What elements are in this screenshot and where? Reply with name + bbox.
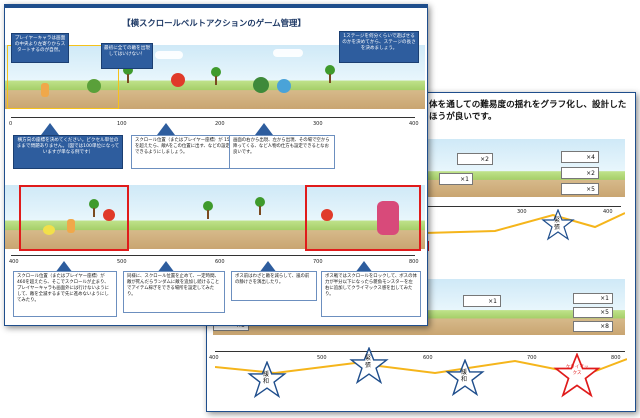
arrow-up-icon [55, 261, 73, 273]
tree-icon [89, 199, 99, 217]
axis-bottom [11, 255, 415, 256]
note-calm-before-boss: ボス前はわざと敵を減らして、嵐の前の静けさを演出したり。 [231, 271, 317, 301]
axis-tick: 300 [517, 209, 527, 215]
back-stat-box: ×4 [561, 151, 599, 163]
back-stat-box: ×5 [561, 183, 599, 195]
axis-tick: 400 [409, 121, 419, 127]
stat-label: ×1 [460, 175, 469, 183]
callout-player-start: プレイヤーキャラは画面の中央より左寄りからスタートするのが自然。 [11, 33, 69, 63]
note-spawn-method: 画面の右から出現、左から出現、その場で空から降ってくる、など人物の仕方も設定でき… [229, 135, 335, 169]
stat-label: ×4 [586, 153, 595, 161]
back-axis-top [425, 206, 621, 207]
back-heading: 体を通しての難易度の揺れをグラフ化し、設計したほうが良いです。 [429, 100, 627, 122]
enemy-sprite [171, 73, 185, 87]
star-label: 緩和 [461, 369, 468, 383]
note-spawn-trigger: スクロール位置（またはプレイヤー座標）が 150 を超えたら、敵Aをこの位置に出… [131, 135, 239, 169]
star-icon [349, 347, 389, 385]
tree-icon [203, 201, 213, 219]
axis-tick: 700 [527, 355, 537, 361]
star-label: 緊張 [365, 355, 372, 369]
axis-tick: 500 [317, 355, 327, 361]
stat-label: ×2 [586, 169, 595, 177]
boss-zone [305, 185, 421, 251]
arrow-up-icon [157, 123, 175, 135]
player-sprite [41, 83, 49, 97]
axis-tick: 0 [9, 121, 13, 127]
back-axis-bottom [215, 351, 625, 352]
enemy-sprite [277, 79, 291, 93]
enemy-sprite [43, 225, 55, 235]
tree-icon [325, 65, 335, 83]
axis-tick: 800 [611, 355, 621, 361]
back-stat-box: ×2 [561, 167, 599, 179]
boss-sprite [377, 201, 399, 235]
cloud [155, 51, 183, 59]
enemy-sprite [321, 209, 333, 221]
axis-tick: 600 [423, 355, 433, 361]
star-icon [553, 353, 601, 398]
tree-icon [211, 67, 221, 85]
star-icon [445, 359, 485, 397]
axis-top [11, 117, 415, 118]
tree-icon [255, 197, 265, 215]
page-title: 【横スクロールベルトアクションのゲーム管理】 [122, 18, 306, 28]
stat-label: ×1 [600, 295, 609, 302]
stat-label: ×8 [600, 323, 609, 330]
axis-tick: 400 [603, 209, 613, 215]
title-accent-bar [5, 5, 427, 8]
note-boss-battle: ボス戦ではスクロールをロックして、ボスの体力が半分以下になったら雑魚モンスターを… [321, 271, 421, 317]
axis-tick: 400 [209, 355, 219, 361]
axis-tick: 500 [117, 259, 127, 265]
back-stat-box: ×5 [573, 307, 613, 318]
callout-stage-length: 1ステージを何分くらいで遊ばせるのかを決めてから、ステージの長さを決めましょう。 [339, 31, 419, 63]
axis-tick: 800 [409, 259, 419, 265]
player-sprite [67, 219, 75, 233]
arrow-up-icon [41, 123, 59, 135]
axis-tick: 600 [215, 259, 225, 265]
back-stat-box: ×2 [457, 153, 493, 165]
stat-label: ×5 [600, 309, 609, 316]
note-axis-definition: 横方向の座標を決めてください。ピクセル単位のままで問題ありません。（図では100… [13, 135, 123, 169]
star-icon [541, 209, 575, 241]
stat-label: ×1 [488, 297, 497, 305]
arrow-up-icon [255, 123, 273, 135]
axis-tick: 100 [117, 121, 127, 127]
callout-enemy-spawn: 最初に全ての敵を出現してはいけない！ [101, 43, 153, 69]
cloud [273, 49, 303, 57]
game-strip-bottom [5, 185, 425, 249]
axis-tick: 200 [215, 121, 225, 127]
tension-line-top [425, 212, 625, 234]
enemy-sprite [87, 79, 101, 93]
tree-icon [123, 65, 133, 83]
stat-label: ×2 [480, 155, 489, 163]
back-stat-box: ×1 [573, 293, 613, 304]
axis-tick: 300 [313, 121, 323, 127]
star-icon [247, 361, 287, 399]
enemy-sprite [103, 209, 115, 221]
enemy-sprite [253, 77, 269, 93]
back-stat-box: ×1 [439, 173, 473, 185]
star-label: クライマックス [565, 365, 589, 376]
note-item-farming: 同様に、スクロール位置を止めて、一定時間、敵が死んだらランダムに敵を追加し続ける… [123, 271, 225, 313]
star-label: 緩和 [263, 371, 270, 385]
back-stat-box: ×1 [463, 295, 501, 307]
scroll-lock-zone [19, 185, 129, 251]
front-slide: 【横スクロールベルトアクションのゲーム管理】 プレイヤーキャラは画面の中央より左… [4, 4, 428, 326]
axis-tick: 700 [313, 259, 323, 265]
arrow-up-icon [157, 261, 175, 273]
arrow-up-icon [259, 261, 277, 273]
note-scroll-lock: スクロール位置（またはプレイヤー座標）が460を超えたら、そこでスクロールが止ま… [13, 271, 117, 317]
stat-label: ×5 [586, 185, 595, 193]
arrow-up-icon [355, 261, 373, 273]
axis-tick: 400 [9, 259, 19, 265]
back-stat-box: ×8 [573, 321, 613, 332]
star-label: 緊張 [554, 217, 561, 231]
